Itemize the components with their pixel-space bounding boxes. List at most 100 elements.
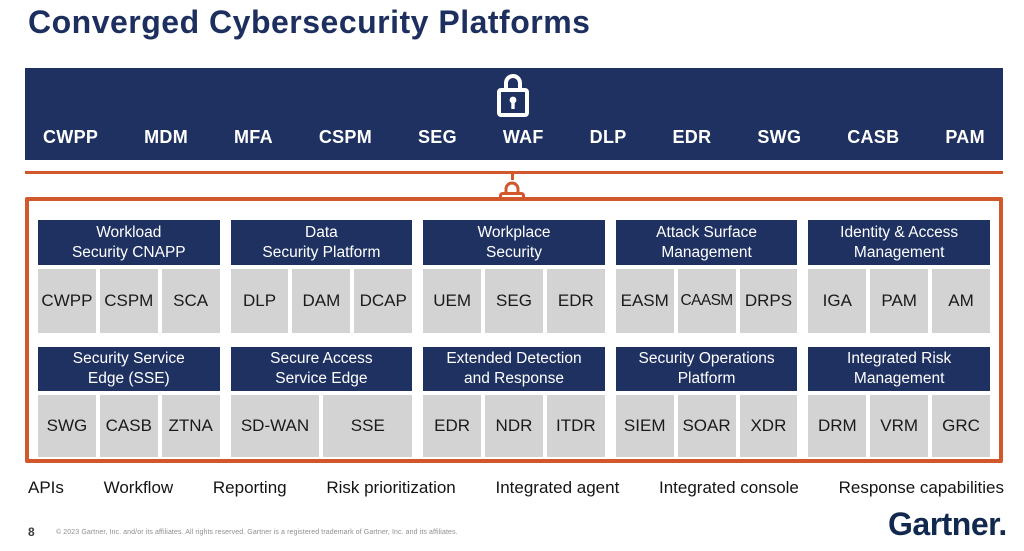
capability-cell: CASB (99, 395, 158, 457)
group-cells: EASM CAASM DRPS (615, 269, 798, 333)
capability-cell: EDR (546, 269, 605, 333)
group-header-line: Platform (677, 370, 736, 387)
top-bar-item-cwpp: CWPP (43, 127, 99, 147)
capability-label-response-capabilities: Response capabilities (838, 478, 1004, 497)
group-header-line: Extended Detection (446, 350, 582, 367)
capability-cell: SEG (485, 269, 543, 333)
capability-cell: SIEM (615, 395, 674, 457)
group-header: Identity & Access Management (808, 220, 990, 265)
group-header-line: Security (485, 243, 542, 261)
group-security-service-edge: Security Service Edge (SSE) SWG CASB ZTN… (38, 347, 220, 457)
group-cells: UEM SEG EDR (423, 269, 605, 333)
converged-platforms-box: Workload Security CNAPP CWPP CSPM SCA Da… (25, 197, 1003, 463)
top-bar-item-mfa: MFA (233, 127, 273, 147)
group-cells: CWPP CSPM SCA (38, 269, 220, 333)
capability-label-risk-prioritization: Risk prioritization (326, 478, 456, 497)
copyright-text: © 2023 Gartner, Inc. and/or its affiliat… (56, 529, 458, 536)
group-cells: SWG CASB ZTNA (38, 395, 220, 457)
group-cells: DRM VRM GRC (808, 395, 990, 457)
capability-cell: ITDR (546, 395, 605, 457)
group-header-line: Workplace (477, 223, 551, 241)
group-header-line: Management (661, 243, 752, 261)
capability-cell: DRPS (739, 269, 798, 333)
group-extended-detection-response: Extended Detection and Response EDR NDR … (423, 347, 605, 457)
connector-tick (511, 173, 514, 180)
capability-cell: DAM (292, 269, 351, 333)
top-bar-item-dlp: DLP (589, 127, 627, 147)
group-data-security-platform: Data Security Platform DLP DAM DCAP (230, 220, 413, 333)
capability-label-apis: APIs (28, 478, 64, 497)
top-bar-item-pam: PAM (945, 127, 985, 147)
capability-cell: CSPM (99, 269, 158, 333)
group-cells: SD-WAN SSE (230, 395, 413, 457)
group-header: Secure Access Service Edge (230, 347, 413, 391)
capability-cell: CWPP (38, 269, 96, 333)
capability-cell: GRC (932, 395, 990, 457)
capability-label-workflow: Workflow (103, 478, 174, 497)
group-header: Workplace Security (423, 220, 605, 265)
group-header-line: Security Platform (262, 243, 381, 261)
group-header-line: Data (305, 223, 338, 241)
group-cells: SIEM SOAR XDR (615, 395, 798, 457)
page-title: Converged Cybersecurity Platforms (28, 4, 591, 40)
lock-icon (496, 70, 530, 118)
capability-cell: EDR (423, 395, 482, 457)
group-header-line: and Response (464, 370, 564, 387)
capability-cell: VRM (870, 395, 929, 457)
capability-cell: DLP (230, 269, 289, 333)
capabilities-row: APIs Workflow Reporting Risk prioritizat… (28, 478, 1004, 498)
group-security-operations-platform: Security Operations Platform SIEM SOAR X… (615, 347, 798, 457)
group-header-line: Workload (96, 223, 162, 241)
top-bar-item-edr: EDR (672, 127, 712, 147)
gartner-logo: Gartner. (888, 506, 1007, 542)
group-header-line: Management (853, 243, 945, 261)
capability-cell: SD-WAN (230, 395, 320, 457)
group-cells: EDR NDR ITDR (423, 395, 605, 457)
page-number: 8 (28, 525, 35, 539)
top-bar-item-waf: WAF (502, 127, 544, 147)
top-bar-item-casb: CASB (847, 127, 900, 147)
group-integrated-risk-management: Integrated Risk Management DRM VRM GRC (808, 347, 990, 457)
group-header-line: Secure Access (270, 350, 373, 367)
group-workload-security-cnapp: Workload Security CNAPP CWPP CSPM SCA (38, 220, 220, 333)
capability-cell: PAM (870, 269, 929, 333)
platform-group-row-2: Security Service Edge (SSE) SWG CASB ZTN… (38, 347, 990, 457)
connector-line (25, 171, 1003, 174)
top-bar-item-cspm: CSPM (318, 127, 373, 147)
group-cells: IGA PAM AM (808, 269, 990, 333)
group-header-line: Edge (SSE) (87, 370, 170, 387)
group-header-line: Security CNAPP (71, 243, 186, 261)
top-bar: CWPP MDM MFA CSPM SEG WAF DLP EDR SWG CA… (25, 68, 1003, 160)
capability-label-integrated-console: Integrated console (659, 478, 799, 497)
top-bar-item-mdm: MDM (144, 127, 189, 147)
capability-cell: XDR (739, 395, 798, 457)
group-header-line: Service Edge (275, 370, 368, 387)
group-header-line: Security Service (72, 350, 185, 367)
group-secure-access-service-edge: Secure Access Service Edge SD-WAN SSE (230, 347, 413, 457)
top-bar-item-seg: SEG (417, 127, 457, 147)
group-header: Extended Detection and Response (423, 347, 605, 391)
capability-cell: DRM (808, 395, 867, 457)
capability-cell: ZTNA (161, 395, 220, 457)
group-header: Integrated Risk Management (808, 347, 990, 391)
group-header-line: Attack Surface (656, 223, 757, 241)
group-header-line: Integrated Risk (847, 350, 952, 367)
capability-cell: DCAP (354, 269, 413, 333)
capability-cell: UEM (423, 269, 482, 333)
group-header-line: Security Operations (638, 350, 775, 367)
group-attack-surface-management: Attack Surface Management EASM CAASM DRP… (615, 220, 798, 333)
group-cells: DLP DAM DCAP (230, 269, 413, 333)
group-identity-access-management: Identity & Access Management IGA PAM AM (808, 220, 990, 333)
group-header: Data Security Platform (230, 220, 413, 265)
capability-cell: SWG (38, 395, 96, 457)
capability-cell: AM (932, 269, 990, 333)
platform-group-row-1: Workload Security CNAPP CWPP CSPM SCA Da… (38, 220, 990, 333)
top-bar-item-swg: SWG (757, 127, 802, 147)
group-header-line: Management (853, 370, 945, 387)
group-header-line: Identity & Access (840, 223, 959, 241)
group-header: Security Operations Platform (615, 347, 798, 391)
group-header: Security Service Edge (SSE) (38, 347, 220, 391)
group-workplace-security: Workplace Security UEM SEG EDR (423, 220, 605, 333)
group-header: Attack Surface Management (615, 220, 798, 265)
